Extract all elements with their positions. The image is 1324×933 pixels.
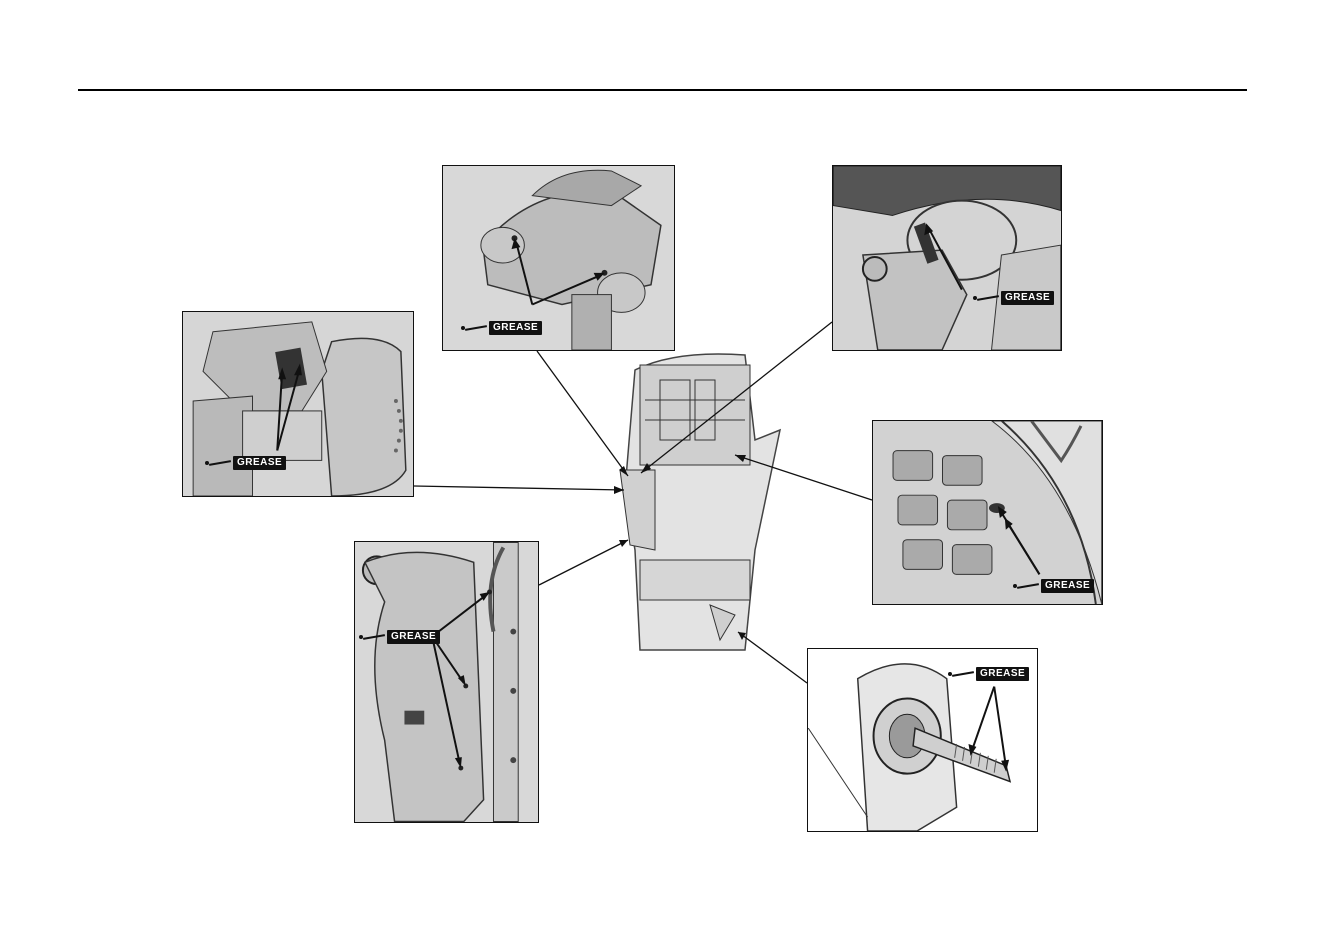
grease-gun-icon: GREASE: [973, 291, 1054, 305]
grease-label: GREASE: [387, 630, 440, 644]
clamp-bracket-drawing: [355, 542, 538, 822]
grease-gun-icon: GREASE: [205, 456, 286, 470]
grease-label: GREASE: [1041, 579, 1094, 593]
grease-gun-icon: GREASE: [461, 321, 542, 335]
grease-label: GREASE: [976, 667, 1029, 681]
detail-tilt-pin: GREASE: [832, 165, 1062, 351]
detail-steering-bracket: GREASE: [182, 311, 414, 497]
detail-clamp-bracket: GREASE: [354, 541, 539, 823]
grease-label: GREASE: [1001, 291, 1054, 305]
outboard-motor-illustration: [615, 350, 790, 660]
grease-gun-icon: GREASE: [948, 667, 1029, 681]
shift-linkage-drawing: [873, 421, 1102, 604]
detail-swivel-bracket: GREASE: [442, 165, 675, 351]
grease-gun-icon: GREASE: [1013, 579, 1094, 593]
grease-label: GREASE: [489, 321, 542, 335]
header-rule: [78, 89, 1247, 91]
grease-gun-icon: GREASE: [359, 630, 440, 644]
detail-propeller-shaft: GREASE: [807, 648, 1038, 832]
grease-label: GREASE: [233, 456, 286, 470]
tilt-pin-drawing: [833, 166, 1061, 350]
detail-shift-linkage: GREASE: [872, 420, 1103, 605]
